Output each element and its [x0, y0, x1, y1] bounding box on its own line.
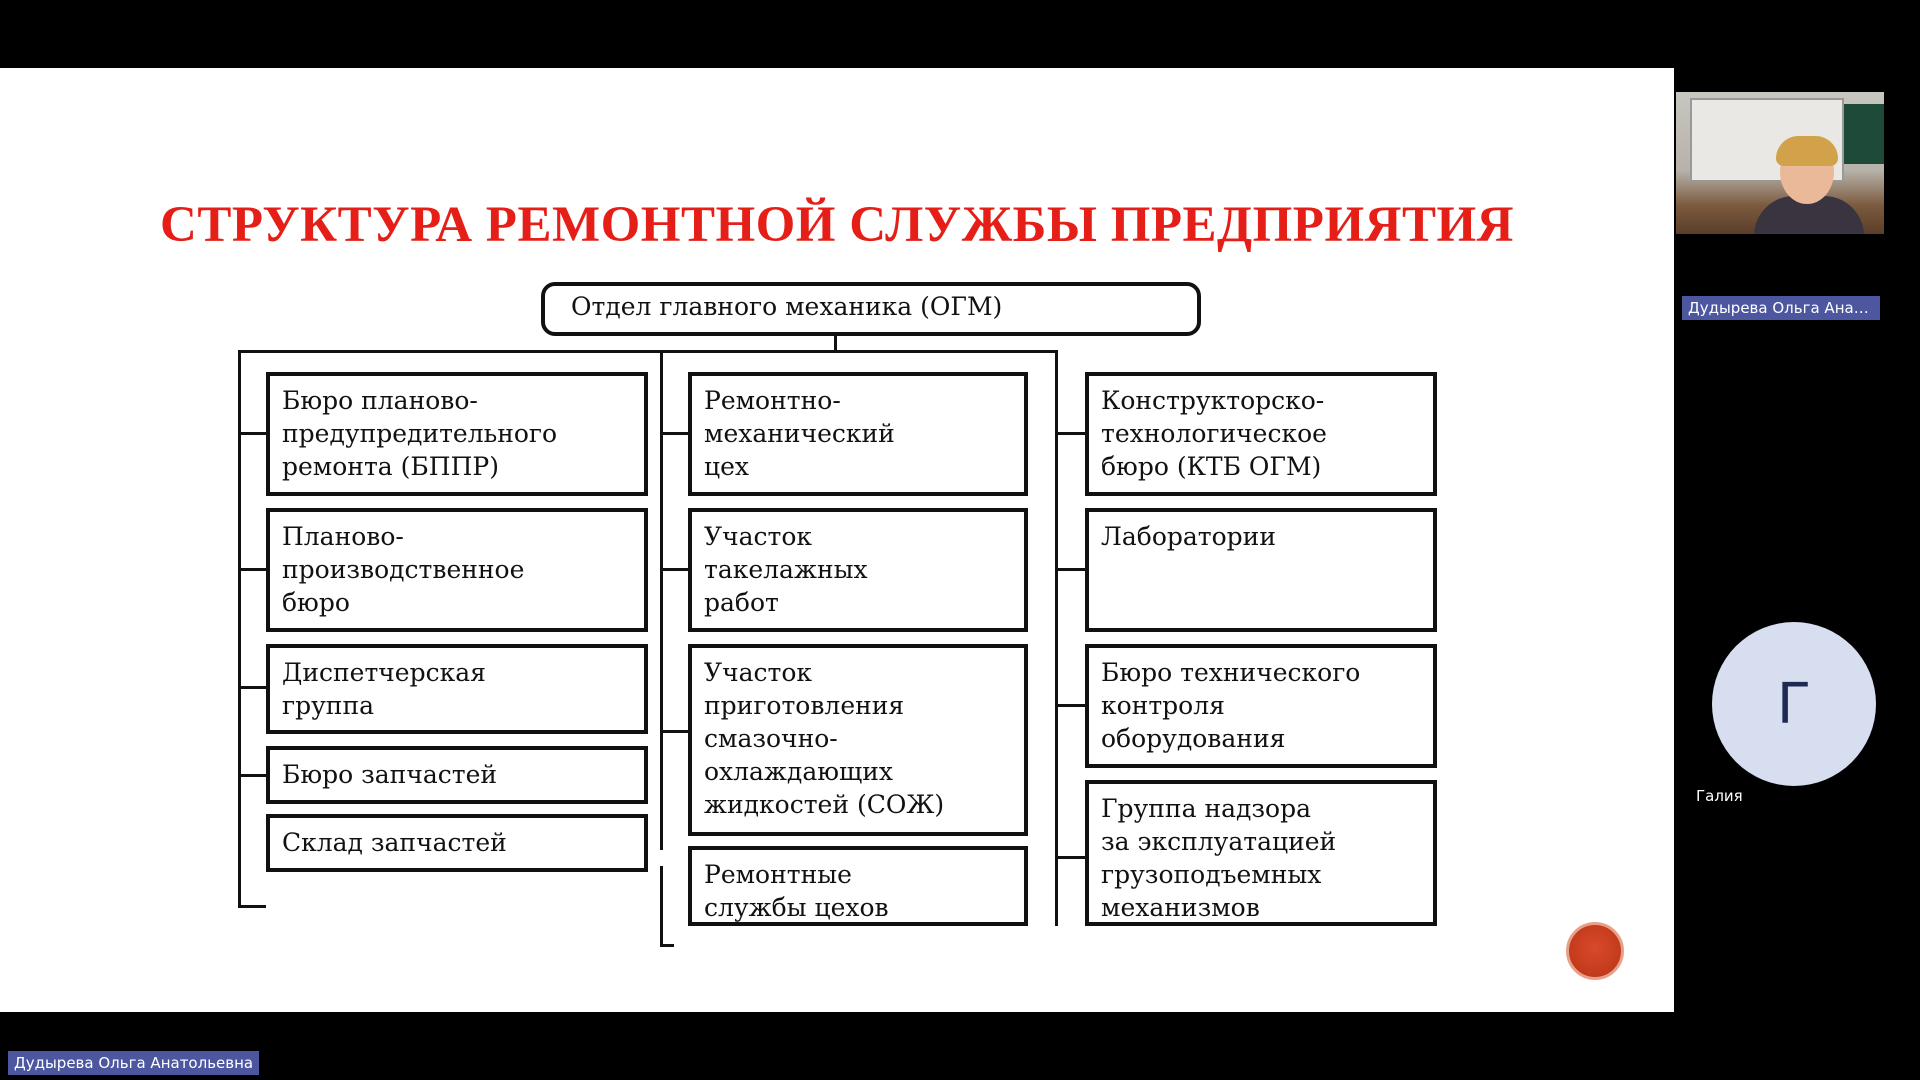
box-rigging-site: Участок такелажных работ: [688, 508, 1028, 632]
slide-nav-button[interactable]: [1566, 922, 1624, 980]
connector-col3-b1: [1055, 432, 1085, 435]
box-bppr: Бюро планово- предупредительного ремонта…: [266, 372, 648, 496]
connector-col3-trunk: [1055, 350, 1058, 926]
box-parts-bureau: Бюро запчастей: [266, 746, 648, 804]
box-planning-bureau: Планово- производственное бюро: [266, 508, 648, 632]
connector-col1-b5: [238, 905, 266, 908]
connector-col2-b3: [660, 730, 688, 733]
speaker-name-tag: Дудырева Ольга Анатоль...: [1682, 296, 1880, 320]
connector-top-bus: [238, 350, 1057, 353]
connector-col3-b2: [1055, 568, 1085, 571]
speaker-video-tile[interactable]: [1676, 92, 1884, 234]
video-person-hair: [1776, 136, 1838, 166]
box-ktb-ogm: Конструкторско- технологическое бюро (КТ…: [1085, 372, 1437, 496]
connector-root-down: [834, 336, 837, 350]
connector-col2-b1: [660, 432, 688, 435]
org-diagram: Отдел главного механика (ОГМ) Бюро плано…: [0, 68, 1674, 1012]
connector-col3-b4: [1055, 856, 1085, 859]
connector-col2-trunk-lower: [660, 866, 663, 946]
presenter-name-tag: Дудырева Ольга Анатольевна: [8, 1051, 259, 1075]
connector-col2-b4: [660, 944, 674, 947]
connector-col2-b2: [660, 568, 688, 571]
box-shop-repair-services: Ремонтные службы цехов: [688, 846, 1028, 926]
connector-col1-b3: [238, 686, 266, 689]
participant-avatar[interactable]: Г: [1712, 622, 1876, 786]
participant-name: Галия: [1696, 787, 1743, 805]
presentation-slide: СТРУКТУРА РЕМОНТНОЙ СЛУЖБЫ ПРЕДПРИЯТИЯ О…: [0, 68, 1674, 1012]
connector-col3-b3: [1055, 704, 1085, 707]
box-dispatch-group: Диспетчерская группа: [266, 644, 648, 734]
root-box-ogm: Отдел главного механика (ОГМ): [541, 282, 1201, 336]
box-lifting-supervision: Группа надзора за эксплуатацией грузопод…: [1085, 780, 1437, 926]
box-coolant-site: Участок приготовления смазочно- охлаждаю…: [688, 644, 1028, 836]
box-parts-warehouse: Склад запчастей: [266, 814, 648, 872]
connector-col2-trunk: [660, 350, 663, 850]
connector-col1-b1: [238, 432, 266, 435]
box-repair-shop: Ремонтно- механический цех: [688, 372, 1028, 496]
box-laboratories: Лаборатории: [1085, 508, 1437, 632]
box-tech-control: Бюро технического контроля оборудования: [1085, 644, 1437, 768]
connector-col1-b4: [238, 774, 266, 777]
connector-col1-b2: [238, 568, 266, 571]
video-background-board: [1844, 104, 1884, 164]
